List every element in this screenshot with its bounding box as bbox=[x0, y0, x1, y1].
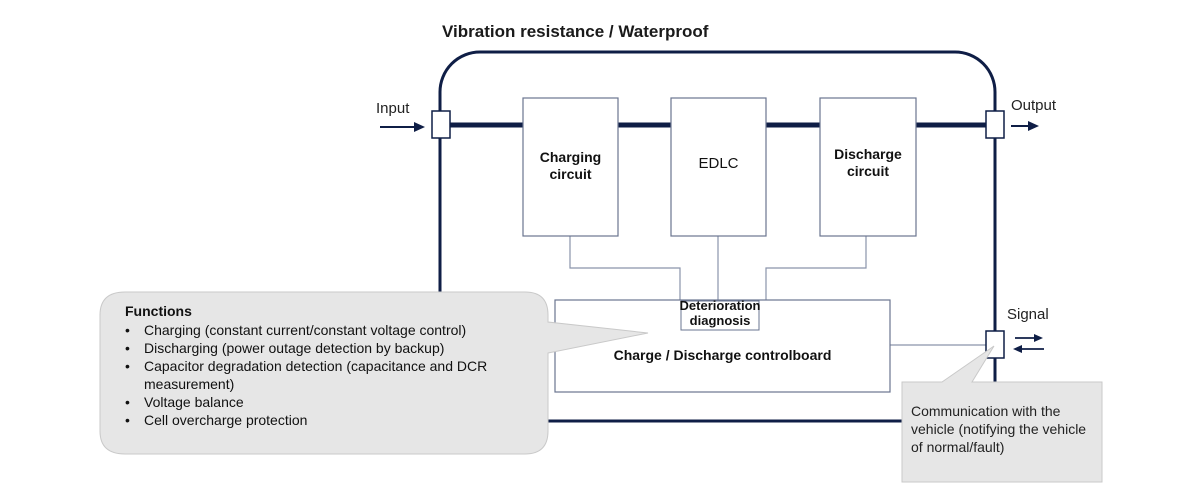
signal-label: Signal bbox=[1007, 306, 1049, 323]
deterioration-diagnosis-box bbox=[680, 300, 760, 331]
edlc-box bbox=[670, 97, 767, 237]
enclosure-frame bbox=[438, 50, 997, 423]
functions-callout: Functions Charging (constant current/con… bbox=[100, 292, 548, 454]
signal-wires bbox=[569, 236, 987, 346]
input-connector bbox=[431, 110, 451, 139]
communication-callout-shape bbox=[901, 345, 1103, 483]
control-board-label: Charge / Discharge controlboard bbox=[613, 347, 832, 363]
function-item: Charging (constant current/constant volt… bbox=[125, 321, 548, 339]
functions-heading: Functions bbox=[125, 303, 192, 319]
function-item: Cell overcharge protection bbox=[125, 411, 548, 429]
signal-arrows bbox=[1013, 334, 1044, 353]
input-label: Input bbox=[376, 100, 410, 117]
function-item: Capacitor degradation detection (capacit… bbox=[125, 357, 514, 393]
output-connector bbox=[985, 110, 1005, 139]
diagram-title: Vibration resistance / Waterproof bbox=[442, 22, 709, 41]
edlc-label: EDLC bbox=[698, 155, 739, 172]
charging-circuit-box bbox=[522, 97, 619, 237]
functions-list: Charging (constant current/constant volt… bbox=[125, 321, 548, 429]
function-item: Voltage balance bbox=[125, 393, 548, 411]
output-label: Output bbox=[1011, 97, 1057, 114]
input-arrow bbox=[380, 122, 425, 132]
function-item: Discharging (power outage detection by b… bbox=[125, 339, 548, 357]
discharge-circuit-box bbox=[819, 97, 917, 237]
output-arrow bbox=[1011, 121, 1039, 131]
communication-callout-text: Communication with the vehicle (notifyin… bbox=[911, 403, 1087, 455]
